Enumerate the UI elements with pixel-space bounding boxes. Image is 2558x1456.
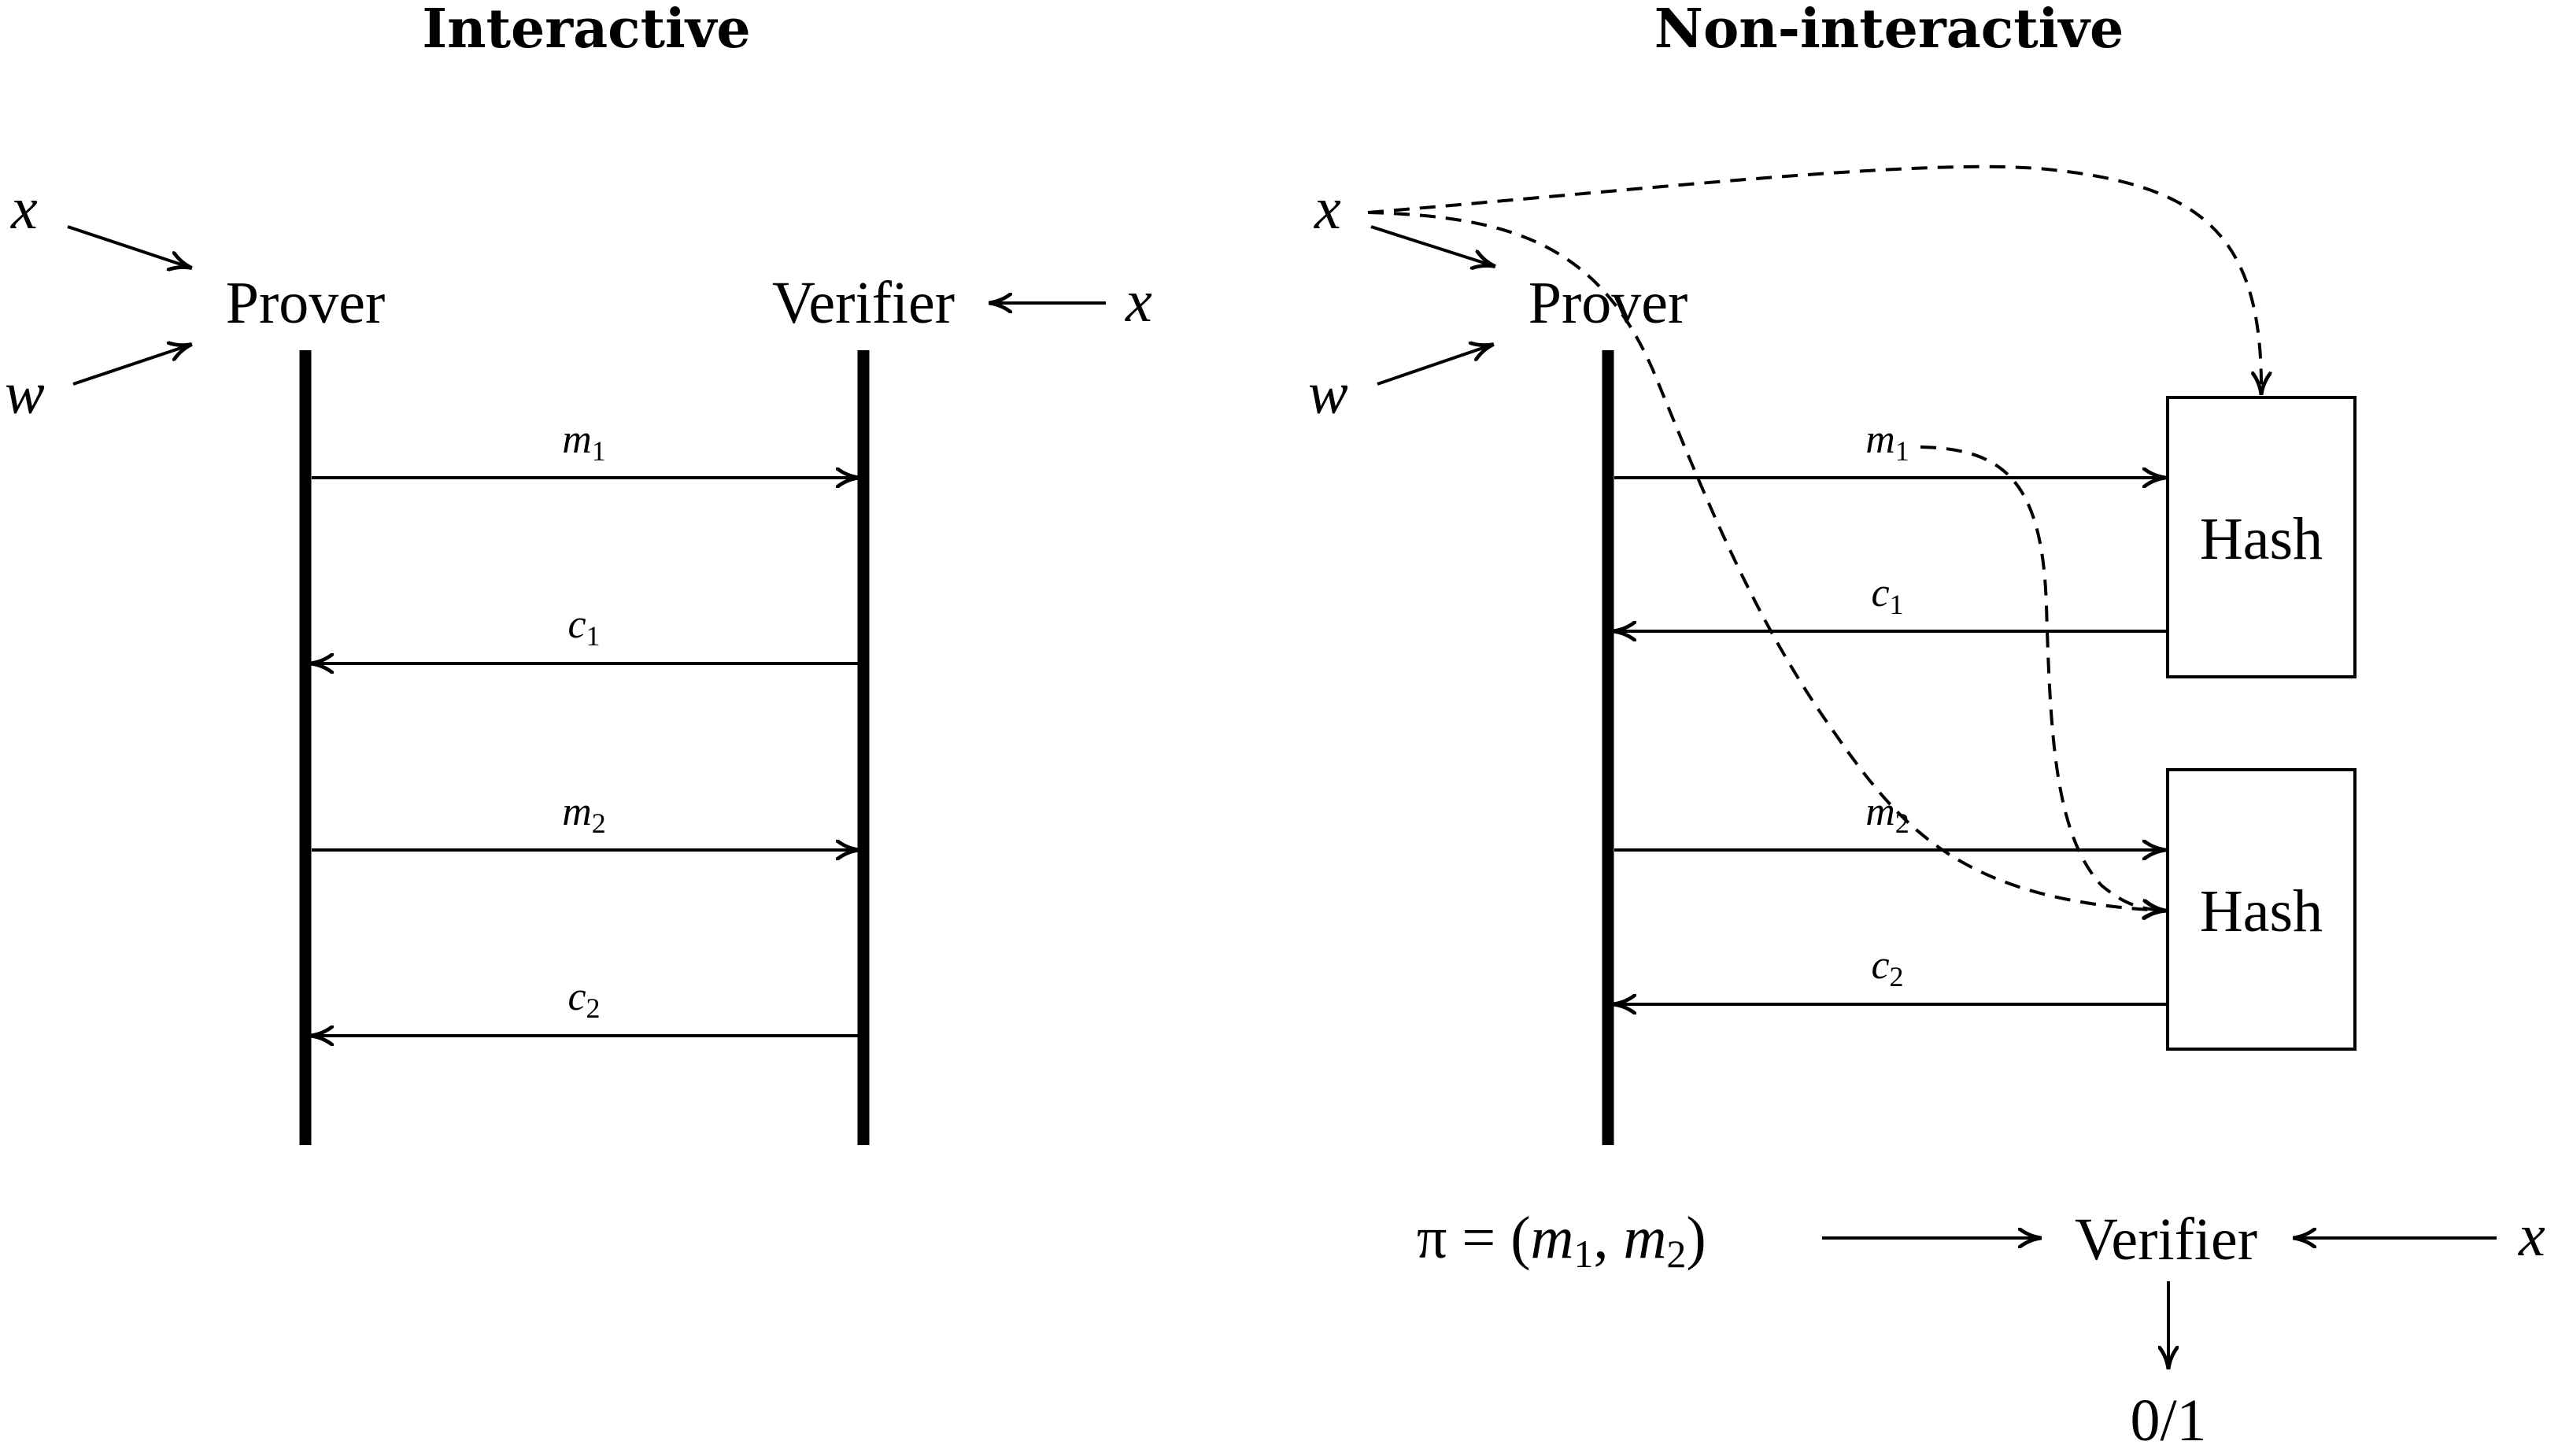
msg-c2-label: c2 — [567, 974, 600, 1024]
hash-box-2 — [2166, 768, 2357, 1051]
proof-pi: π = (m1, m2) — [1417, 1205, 1706, 1276]
ni-msg-m2-label: m2 — [1865, 789, 1909, 839]
ni-prover-label: Prover — [1529, 270, 1688, 336]
msg-c1-label: c1 — [567, 602, 600, 652]
x-to-hash1-dashed — [1367, 164, 2261, 394]
interactive-title: Interactive — [422, 0, 750, 61]
ni-msg-m1-label: m1 — [1865, 417, 1909, 467]
hash-box-1 — [2166, 396, 2357, 678]
ni-msg-c1-label: c1 — [1871, 571, 1903, 620]
ni-prover-input-x: x — [1314, 176, 1341, 242]
hash-1-label: Hash — [2200, 506, 2323, 572]
prover-label: Prover — [226, 270, 386, 336]
msg-m1-label: m1 — [562, 417, 606, 467]
ni-msg-c2-label: c2 — [1871, 943, 1903, 992]
prover-input-x: x — [10, 176, 38, 242]
verifier-label: Verifier — [772, 270, 955, 336]
ni-verifier-label: Verifier — [2075, 1207, 2257, 1273]
hash-2-label: Hash — [2200, 878, 2323, 944]
x-to-hash2-dashed — [1367, 211, 2164, 911]
ni-prover-input-w: w — [1308, 360, 1348, 427]
m1-to-hash2-dashed — [1920, 445, 2164, 911]
prover-input-w: w — [5, 360, 45, 427]
non-interactive-panel: Non-interactive x w Prover Hash Hash m1 … — [1308, 0, 2545, 1454]
input-x-arrow — [67, 225, 190, 268]
ni-verifier-input-x: x — [2518, 1203, 2545, 1269]
ni-input-x-arrow — [1370, 225, 1494, 266]
verifier-output: 0/1 — [2130, 1388, 2206, 1454]
non-interactive-title: Non-interactive — [1654, 0, 2124, 61]
msg-m2-label: m2 — [562, 789, 606, 839]
input-w-arrow — [72, 345, 190, 386]
interactive-panel: Interactive x w Prover Verifier x m1 c1 … — [5, 0, 1152, 1145]
ni-input-w-arrow — [1377, 345, 1492, 386]
verifier-input-x: x — [1125, 268, 1152, 334]
